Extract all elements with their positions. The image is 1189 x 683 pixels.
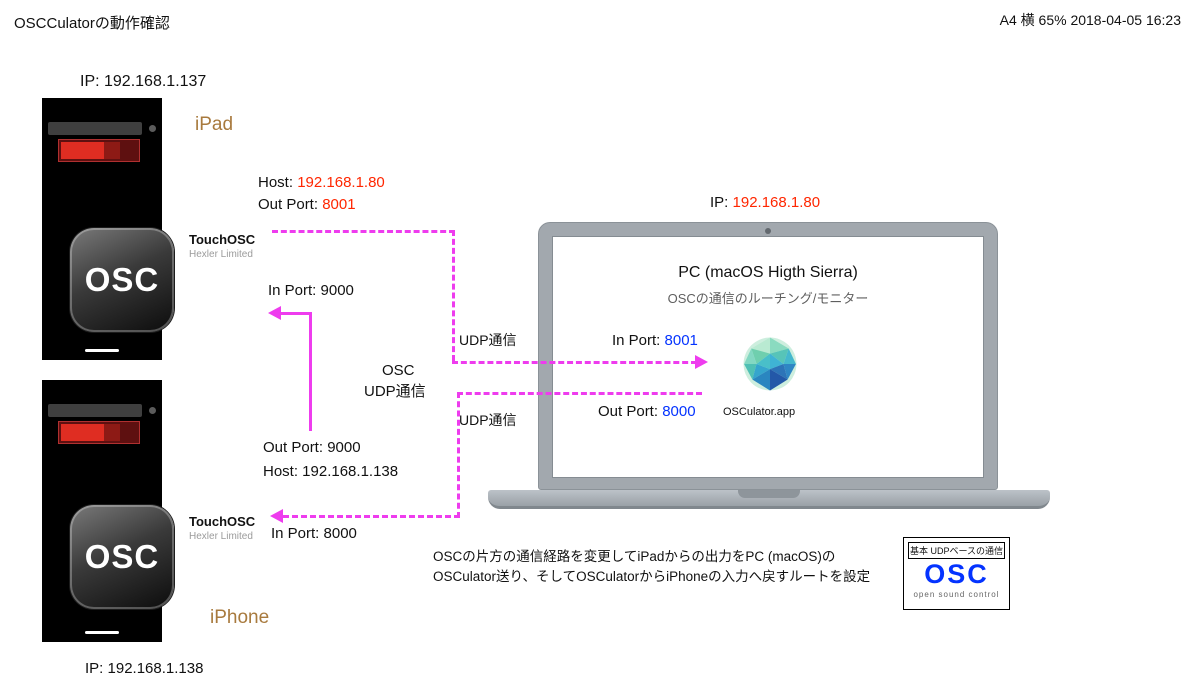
osc-logo-subtext: open sound control: [913, 590, 1000, 600]
ipad-outport-value: 8001: [322, 196, 356, 213]
touchosc-app-icon-iphone: OSC: [70, 505, 174, 609]
ipad-outport-line: Out Port: 8001: [258, 196, 356, 213]
ipad-label: iPad: [195, 114, 234, 135]
iphone-fader-fill: [61, 424, 105, 441]
ipad-inport: In Port: 9000: [268, 282, 354, 299]
laptop-base: [488, 490, 1050, 509]
touchosc-name-iphone: TouchOSC: [189, 514, 256, 529]
arrow-ipad-to-pc-seg2: [452, 230, 455, 361]
osc-link-label-line1: OSC: [382, 362, 415, 379]
arrow-pc-to-iphone-seg1: [457, 392, 702, 395]
note-line1: OSCの片方の通信経路を変更してiPadからの出力をPC (macOS)の: [433, 549, 836, 564]
ipad-toolbar-dot-icon: [149, 125, 156, 132]
ipad-fader-fill: [61, 142, 105, 159]
ipad-fader-handle: [103, 142, 120, 159]
iphone-fader-handle: [103, 424, 120, 441]
osculator-app-label: OSCulator.app: [723, 406, 796, 418]
ipad-outport-label: Out Port:: [258, 196, 323, 213]
osc-logo-text: OSC: [924, 559, 989, 589]
pc-outport-label: Out Port:: [598, 403, 663, 420]
pc-subtitle: OSCの通信のルーチング/モニター: [667, 291, 869, 306]
pc-ip-value: 192.168.1.80: [732, 194, 821, 211]
arrow-ipad-to-pc-seg3: [452, 361, 697, 364]
arrow-ipad-to-pc-seg1: [272, 230, 455, 233]
document-title: OSCCulatorの動作確認: [14, 15, 170, 32]
arrowhead-into-pc-icon: [695, 355, 708, 369]
ipad-toolbar: [48, 122, 142, 135]
ipad-host-label: Host:: [258, 174, 298, 191]
iphone-outport: Out Port: 9000: [263, 439, 361, 456]
pc-outport-line: Out Port: 8000: [598, 403, 696, 420]
iphone-inport: In Port: 8000: [271, 525, 357, 542]
ipad-host-value: 192.168.1.80: [297, 174, 385, 191]
udp-label-bottom: UDP通信: [459, 412, 517, 428]
laptop-notch: [738, 490, 800, 498]
ipad-ip: IP: 192.168.1.137: [80, 73, 207, 90]
pc-title: PC (macOS Higth Sierra): [678, 264, 858, 281]
osc-logo-caption: 基本 UDPベースの通信: [908, 542, 1005, 559]
osc-logo-box: 基本 UDPベースの通信 OSC open sound control: [903, 537, 1010, 610]
osculator-app-icon: [742, 336, 798, 392]
pc-ip-label: IP:: [710, 194, 733, 211]
iphone-toolbar: [48, 404, 142, 417]
arrowhead-into-ipad-icon: [268, 306, 281, 320]
arrow-osc-direct-seg1: [309, 312, 312, 431]
osculator-sphere-icon: [743, 337, 797, 391]
pc-inport-line: In Port: 8001: [612, 332, 698, 349]
iphone-home-indicator: [85, 631, 119, 634]
arrow-pc-to-iphone-seg2: [457, 392, 460, 518]
arrowhead-into-iphone-icon: [270, 509, 283, 523]
touchosc-name-ipad: TouchOSC: [189, 232, 256, 247]
touchosc-vendor-ipad: Hexler Limited: [189, 249, 253, 260]
pc-ip-line: IP: 192.168.1.80: [710, 194, 820, 211]
arrow-pc-to-iphone-seg3: [283, 515, 460, 518]
page-info: A4 横 65% 2018-04-05 16:23: [999, 12, 1181, 28]
touchosc-vendor-iphone: Hexler Limited: [189, 531, 253, 542]
touchosc-app-icon-ipad: OSC: [70, 228, 174, 332]
iphone-ip: IP: 192.168.1.138: [85, 660, 204, 677]
pc-inport-value: 8001: [664, 332, 698, 349]
iphone-toolbar-dot-icon: [149, 407, 156, 414]
note-line2: OSCulator送り、そしてOSCulatorからiPhoneの入力へ戻すルー…: [433, 569, 871, 584]
iphone-label: iPhone: [210, 607, 270, 628]
laptop-camera-icon: [765, 228, 771, 234]
ipad-red-fader: [58, 139, 140, 162]
iphone-host: Host: 192.168.1.138: [263, 463, 399, 480]
pc-inport-label: In Port:: [612, 332, 665, 349]
ipad-host-line: Host: 192.168.1.80: [258, 174, 385, 191]
arrow-osc-direct-seg2: [281, 312, 312, 315]
udp-label-top: UDP通信: [459, 332, 517, 348]
osc-link-label-line2: UDP通信: [364, 383, 426, 400]
pc-outport-value: 8000: [662, 403, 696, 420]
ipad-home-indicator: [85, 349, 119, 352]
iphone-red-fader: [58, 421, 140, 444]
